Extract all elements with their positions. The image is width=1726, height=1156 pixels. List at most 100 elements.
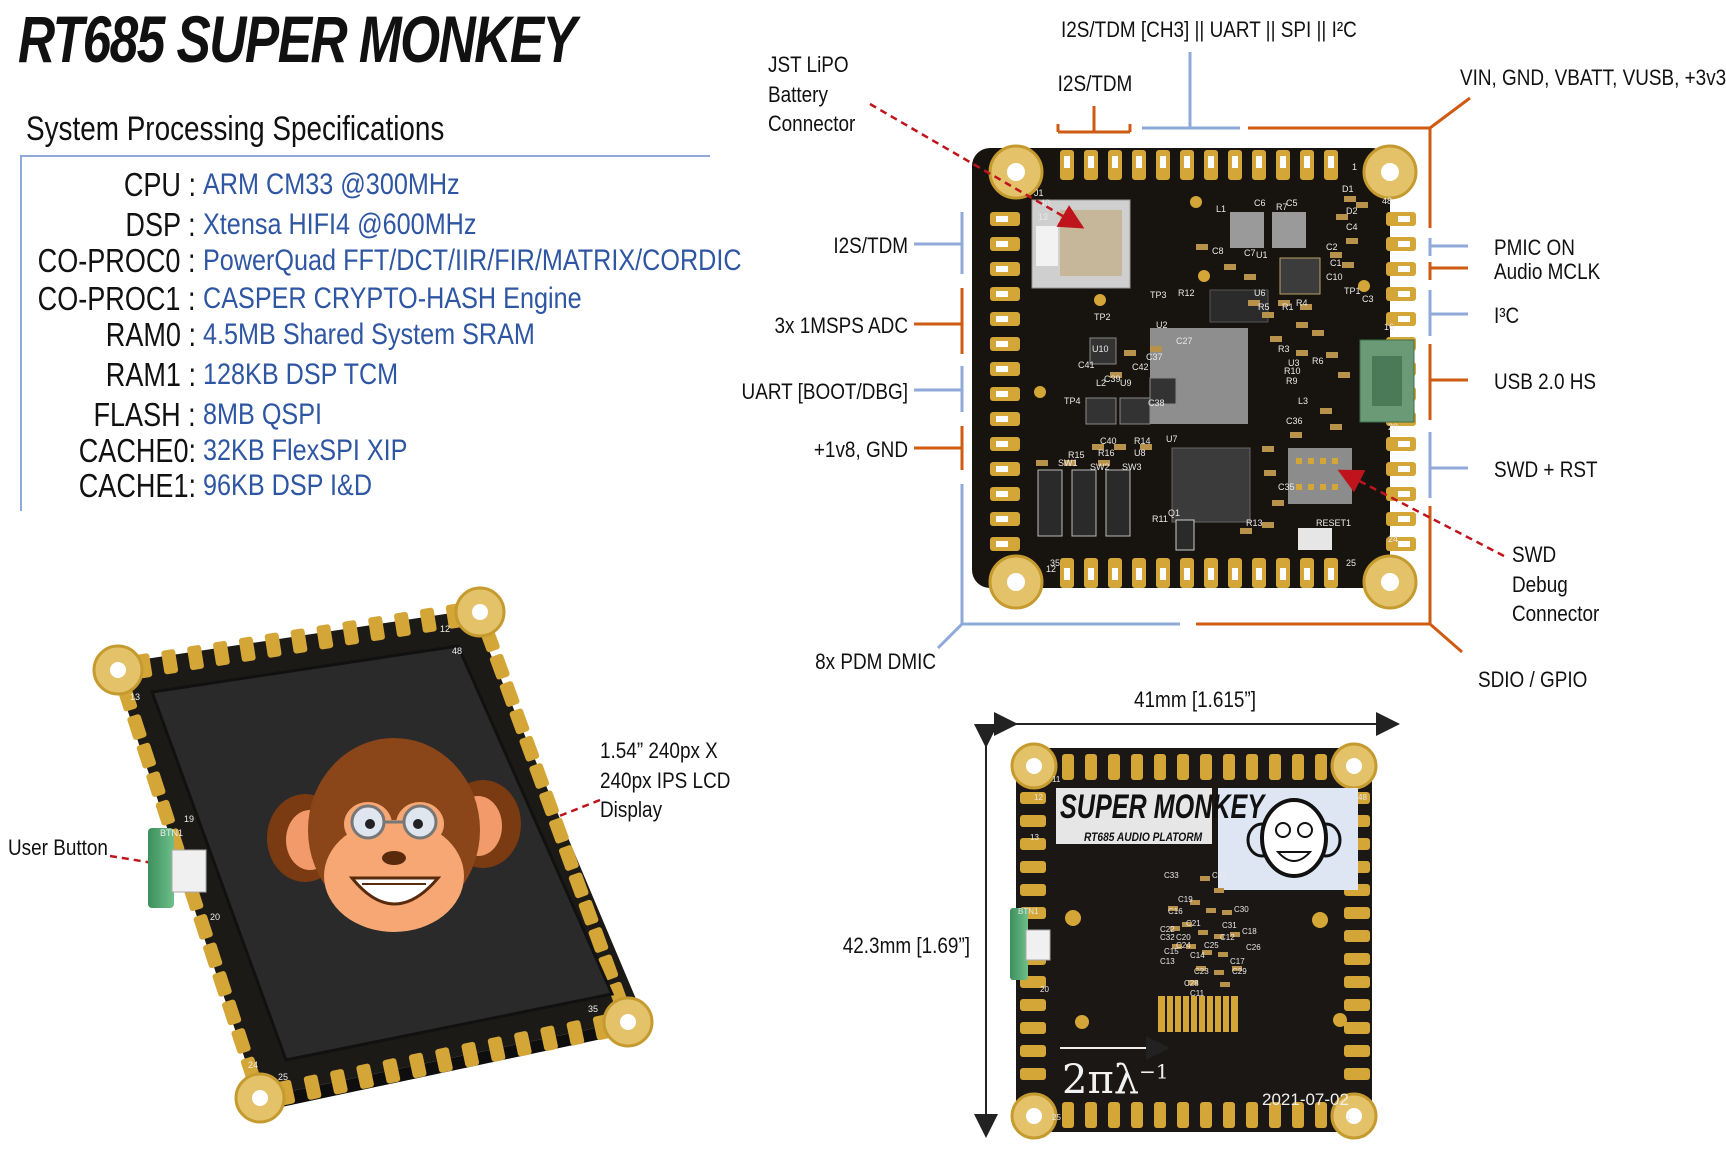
silk-label: C15 [1164, 947, 1179, 956]
pin-pad [1131, 754, 1143, 780]
label-lcd-display: 1.54” 240px X 240px IPS LCD Display [600, 738, 731, 823]
silk-label: 11 [1052, 775, 1061, 784]
brand-name: SUPER MONKEY [1060, 788, 1265, 826]
silk-label: TP3 [1150, 290, 1167, 300]
silk-label: C14 [1190, 951, 1205, 960]
silk-label: 12 [1034, 793, 1043, 802]
silk-label: U10 [1092, 344, 1109, 354]
pin-pad [1269, 1102, 1281, 1128]
silk-label: C22 [1160, 925, 1175, 934]
pin-pad [394, 611, 411, 637]
silk-label: C21 [1186, 919, 1201, 928]
pin-pad [203, 942, 223, 969]
spec-row-ram1: RAM1 : 128KB DSP TCM [0, 356, 1692, 394]
silk-label: TP4 [1064, 396, 1081, 406]
silk-label: C26 [1246, 943, 1261, 952]
pin-pad [1020, 1068, 1046, 1080]
silk-label: C41 [1078, 360, 1095, 370]
spec-row-cpu: CPU : ARM CM33 @300MHz [0, 166, 1692, 204]
silk-label: U2 [1156, 320, 1168, 330]
pin-number: 24 [1388, 534, 1398, 544]
pin-pad [382, 1058, 401, 1084]
pin-pad [489, 653, 510, 680]
pin-pad [1020, 815, 1046, 827]
silk-label: L2 [1096, 378, 1106, 388]
pin-pad [213, 640, 230, 666]
spec-key: CACHE0: [78, 432, 196, 469]
silk-label: C29 [1232, 967, 1247, 976]
silk-label: U1 [1256, 250, 1268, 260]
bracket-uart [914, 366, 964, 412]
label-width: 41mm [1.615”] [1134, 687, 1256, 712]
bracket-usb [1428, 344, 1468, 420]
label-height: 42.3mm [1.69”] [842, 933, 970, 958]
silk-12: 12 [440, 624, 450, 634]
pin-pad [330, 1069, 348, 1095]
spec-value: Xtensa HIFI4 @600MHz [203, 208, 477, 241]
lcd-mounting-holes [92, 586, 654, 1124]
pin-number: 20 [1388, 422, 1398, 432]
pin-pad [1344, 1022, 1370, 1034]
spec-value: 128KB DSP TCM [203, 358, 399, 391]
spec-value: PowerQuad FFT/DCT/IIR/FIR/MATRIX/CORDIC [203, 244, 742, 277]
spec-key: CO-PROC0 : [38, 242, 196, 279]
spec-key: RAM1 : [105, 356, 196, 393]
silk-label: 13 [1030, 833, 1039, 842]
pin-pad [356, 1063, 374, 1089]
bracket-adc [914, 288, 964, 354]
spec-row-dsp: DSP : Xtensa HIFI4 @600MHz [0, 206, 1692, 244]
mounting-holes [988, 144, 1418, 610]
lcd-board: BTN1 13 12 19 20 24 25 35 48 [92, 586, 654, 1124]
silk-label: C17 [1230, 957, 1245, 966]
pin-number: 35 [1050, 558, 1060, 568]
label-i2s-left: I2S/TDM [833, 233, 908, 258]
pin-pad [540, 1025, 558, 1051]
silk-label: C16 [1168, 907, 1183, 916]
pin-pad [509, 708, 530, 735]
user-button[interactable] [171, 849, 207, 893]
silk-label: C37 [1146, 352, 1163, 362]
pin-pad [1344, 930, 1370, 942]
pin-pad [1177, 754, 1189, 780]
silk-label: C6 [1254, 198, 1266, 208]
pin-pad [1344, 999, 1370, 1011]
silk-label: 1 [1346, 1113, 1351, 1122]
silk-label: U7 [1166, 434, 1178, 444]
pin-pad [568, 872, 589, 899]
silk-label: C38 [1148, 398, 1165, 408]
pin-number: 25 [1346, 558, 1356, 568]
label-adc: 3x 1MSPS ADC [774, 313, 908, 338]
silk-label: R12 [1178, 288, 1195, 298]
pin-pad [1246, 754, 1258, 780]
spec-value: ARM CM33 @300MHz [203, 168, 460, 201]
bracket-i2s-left [914, 212, 964, 274]
arrow-battery [869, 102, 1085, 229]
bracket-i2s-ch3 [1142, 52, 1240, 130]
pin-pad [238, 636, 256, 662]
pin-pad [1108, 754, 1120, 780]
silk-label: R13 [1246, 518, 1263, 528]
bottom-user-button [1025, 929, 1051, 961]
spec-vertical-divider [20, 155, 22, 511]
pin-pad [1223, 754, 1235, 780]
pin-pad [1344, 907, 1370, 919]
pin-pad [1344, 953, 1370, 965]
silk-label: R1 [1282, 302, 1294, 312]
silk-label: SW3 [1122, 462, 1142, 472]
spec-row-coproc1: CO-PROC1 : CASPER CRYPTO-HASH Engine [0, 280, 1692, 318]
silk-label: R7 [1276, 202, 1288, 212]
label-i3c: I³C [1494, 303, 1520, 328]
pin-pad [136, 742, 156, 769]
pin-pad [1020, 838, 1046, 850]
pin-pad [1315, 1102, 1327, 1128]
pin-pad [1269, 754, 1281, 780]
silk-label: L1 [1216, 204, 1226, 214]
spec-row-flash: FLASH : 8MB QSPI [0, 396, 1692, 434]
silk-35: 35 [588, 1004, 598, 1014]
silk-label: U3 [1288, 358, 1300, 368]
bracket-i3c [1428, 290, 1468, 336]
silk-label: R16 [1098, 448, 1115, 458]
silk-label: BTN1 [1018, 907, 1039, 916]
pin-pad [1246, 1102, 1258, 1128]
silk-label: C36 [1286, 416, 1303, 426]
